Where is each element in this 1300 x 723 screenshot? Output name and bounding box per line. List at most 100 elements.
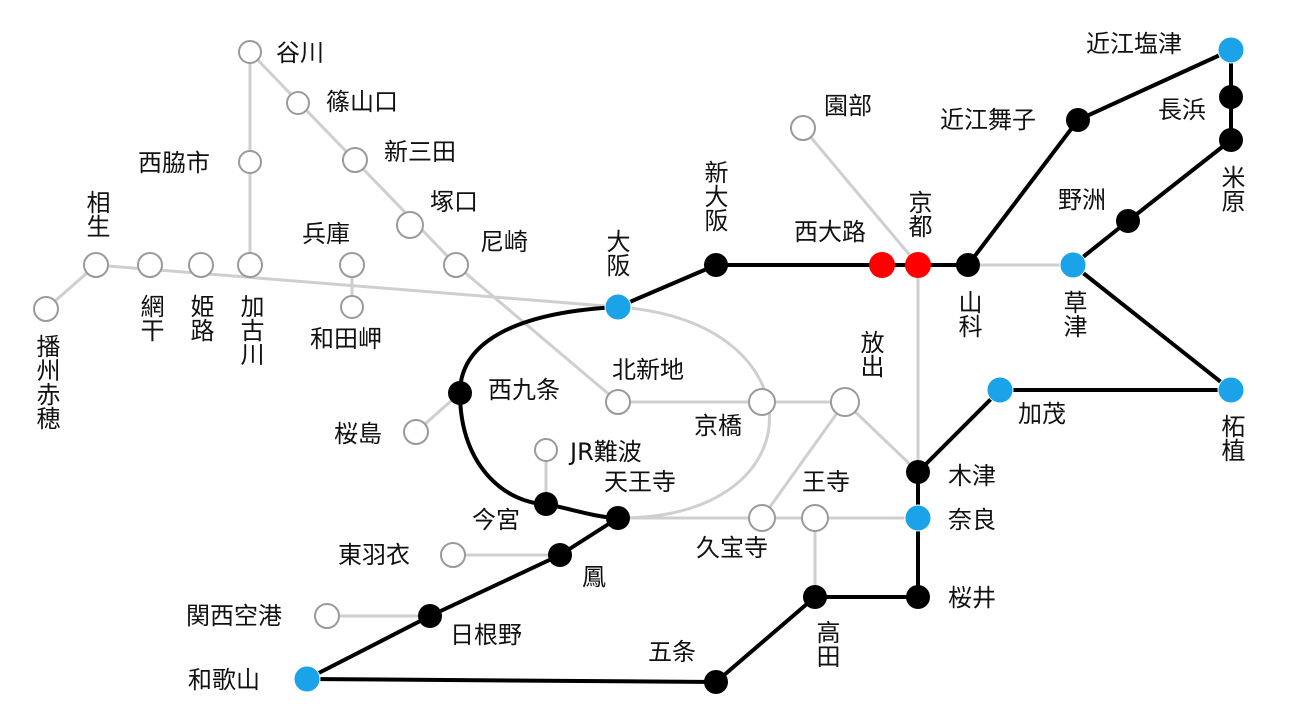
label-hyogo: 兵庫 xyxy=(302,220,350,248)
route-kamo-kizu xyxy=(916,388,1002,474)
route-gojo-wakayama xyxy=(306,677,717,684)
label-kyobashi: 京橋 xyxy=(694,412,742,440)
station-kitashinchi[interactable] xyxy=(605,389,631,415)
station-nishikujo[interactable] xyxy=(448,381,472,405)
label-hanaten: 放出 xyxy=(856,330,884,378)
station-aboshi[interactable] xyxy=(137,252,163,278)
station-kamo[interactable] xyxy=(986,376,1014,404)
station-omishiotsu[interactable] xyxy=(1217,36,1245,64)
line-kobe xyxy=(95,263,619,309)
label-kusatsu: 草津 xyxy=(1059,290,1087,338)
label-nara: 奈良 xyxy=(948,506,996,534)
route-lines xyxy=(306,48,1233,684)
label-sasayamaguchi: 篠山口 xyxy=(326,88,398,116)
station-wakayama[interactable] xyxy=(293,665,321,693)
label-shinsanda: 新三田 xyxy=(384,138,456,166)
label-omishiotsu: 近江塩津 xyxy=(1086,30,1182,58)
station-jrnamba[interactable] xyxy=(534,438,558,462)
station-hineno[interactable] xyxy=(418,604,442,628)
station-aioi[interactable] xyxy=(83,252,109,278)
label-tsuge: 柘植 xyxy=(1217,414,1245,462)
station-kyoto[interactable] xyxy=(905,252,931,278)
route-kosei xyxy=(966,118,1080,267)
station-sonobe[interactable] xyxy=(790,115,816,141)
label-hineno: 日根野 xyxy=(450,621,522,649)
label-kizu: 木津 xyxy=(948,462,996,490)
station-yasu[interactable] xyxy=(1116,209,1140,233)
label-oji: 王寺 xyxy=(802,468,850,496)
label-nagahama: 長浜 xyxy=(1158,96,1206,124)
labels-vertical: 相生 播州赤穂 網干 姫路 加古川 大阪 新大阪 京都 山科 米原 草津 柘植 … xyxy=(32,160,1245,668)
station-gojo[interactable] xyxy=(704,670,728,694)
label-sakurai: 桜井 xyxy=(948,584,996,612)
line-sagano xyxy=(801,127,920,266)
route-hanwa xyxy=(306,614,431,681)
station-hyogo[interactable] xyxy=(339,252,365,278)
label-tennoji: 天王寺 xyxy=(604,468,676,496)
route-wakayama-line xyxy=(714,595,817,684)
label-sonobe: 園部 xyxy=(824,92,872,120)
station-imamiya[interactable] xyxy=(534,492,558,516)
station-sakurajima[interactable] xyxy=(403,419,429,445)
station-shinsanda[interactable] xyxy=(342,147,368,173)
station-omimaiko[interactable] xyxy=(1066,108,1090,132)
label-kitashinchi: 北新地 xyxy=(612,356,684,384)
label-kansaiairport: 関西空港 xyxy=(186,602,282,630)
label-nishioji: 西大路 xyxy=(794,218,866,246)
label-nishikujo: 西九条 xyxy=(488,376,560,404)
station-nishiwakishi[interactable] xyxy=(238,150,262,174)
stations-plain xyxy=(33,40,860,629)
station-kizu[interactable] xyxy=(906,460,930,484)
station-osaka[interactable] xyxy=(604,293,632,321)
station-tennoji[interactable] xyxy=(606,506,630,530)
label-tanigawa: 谷川 xyxy=(276,39,324,67)
line-osaka-loop xyxy=(617,305,771,520)
station-kusatsu[interactable] xyxy=(1059,251,1087,279)
station-nishioji[interactable] xyxy=(869,252,895,278)
stations-transfer xyxy=(293,36,1245,693)
route-kusatsu-line xyxy=(1071,263,1233,392)
station-nara[interactable] xyxy=(904,504,932,532)
label-amagasaki: 尼崎 xyxy=(480,228,528,256)
label-otori: 鳳 xyxy=(582,563,606,591)
station-wadamisaki[interactable] xyxy=(340,295,364,319)
station-sasayamaguchi[interactable] xyxy=(286,91,310,115)
station-takada[interactable] xyxy=(803,585,827,609)
station-oji[interactable] xyxy=(801,504,829,532)
label-gojo: 五条 xyxy=(648,638,696,666)
labels-horizontal: 谷川 篠山口 西脇市 新三田 塚口 兵庫 尼崎 和田岬 園部 西大路 近江塩津 … xyxy=(138,30,1206,694)
station-kyobashi[interactable] xyxy=(748,388,776,416)
route-tokaido-east xyxy=(1126,138,1233,223)
label-higashihagoromo: 東羽衣 xyxy=(338,541,410,569)
route-osaka-kyoto xyxy=(617,263,717,309)
label-yasu: 野洲 xyxy=(1058,186,1106,214)
station-tsuge[interactable] xyxy=(1217,376,1245,404)
station-otori[interactable] xyxy=(548,543,572,567)
label-sakurajima: 桜島 xyxy=(334,420,382,448)
station-kakogawa[interactable] xyxy=(237,252,263,278)
station-hanaten[interactable] xyxy=(830,387,860,417)
label-banshuako: 播州赤穂 xyxy=(32,334,60,430)
station-yamashina[interactable] xyxy=(956,253,980,277)
station-himeji[interactable] xyxy=(188,252,214,278)
station-maibara[interactable] xyxy=(1219,128,1243,152)
station-tsukaguchi[interactable] xyxy=(396,211,424,239)
station-higashihagoromo[interactable] xyxy=(440,542,466,568)
label-aboshi: 網干 xyxy=(136,294,164,342)
label-osaka: 大阪 xyxy=(602,229,630,277)
label-wakayama: 和歌山 xyxy=(188,666,260,694)
station-kyuhoji[interactable] xyxy=(748,504,776,532)
station-kansaiairport[interactable] xyxy=(314,603,340,629)
label-kamo: 加茂 xyxy=(1018,400,1066,428)
station-amagasaki[interactable] xyxy=(443,252,469,278)
station-nagahama[interactable] xyxy=(1219,85,1243,109)
station-sakurai[interactable] xyxy=(906,585,930,609)
label-yamashina: 山科 xyxy=(954,290,982,338)
label-kyuhoji: 久宝寺 xyxy=(696,534,768,562)
station-tanigawa[interactable] xyxy=(238,40,262,64)
station-shinosaka[interactable] xyxy=(704,253,728,277)
label-takada: 高田 xyxy=(812,620,840,668)
station-banshuako[interactable] xyxy=(33,296,59,322)
label-tsukaguchi: 塚口 xyxy=(430,188,478,216)
label-imamiya: 今宮 xyxy=(472,506,520,534)
